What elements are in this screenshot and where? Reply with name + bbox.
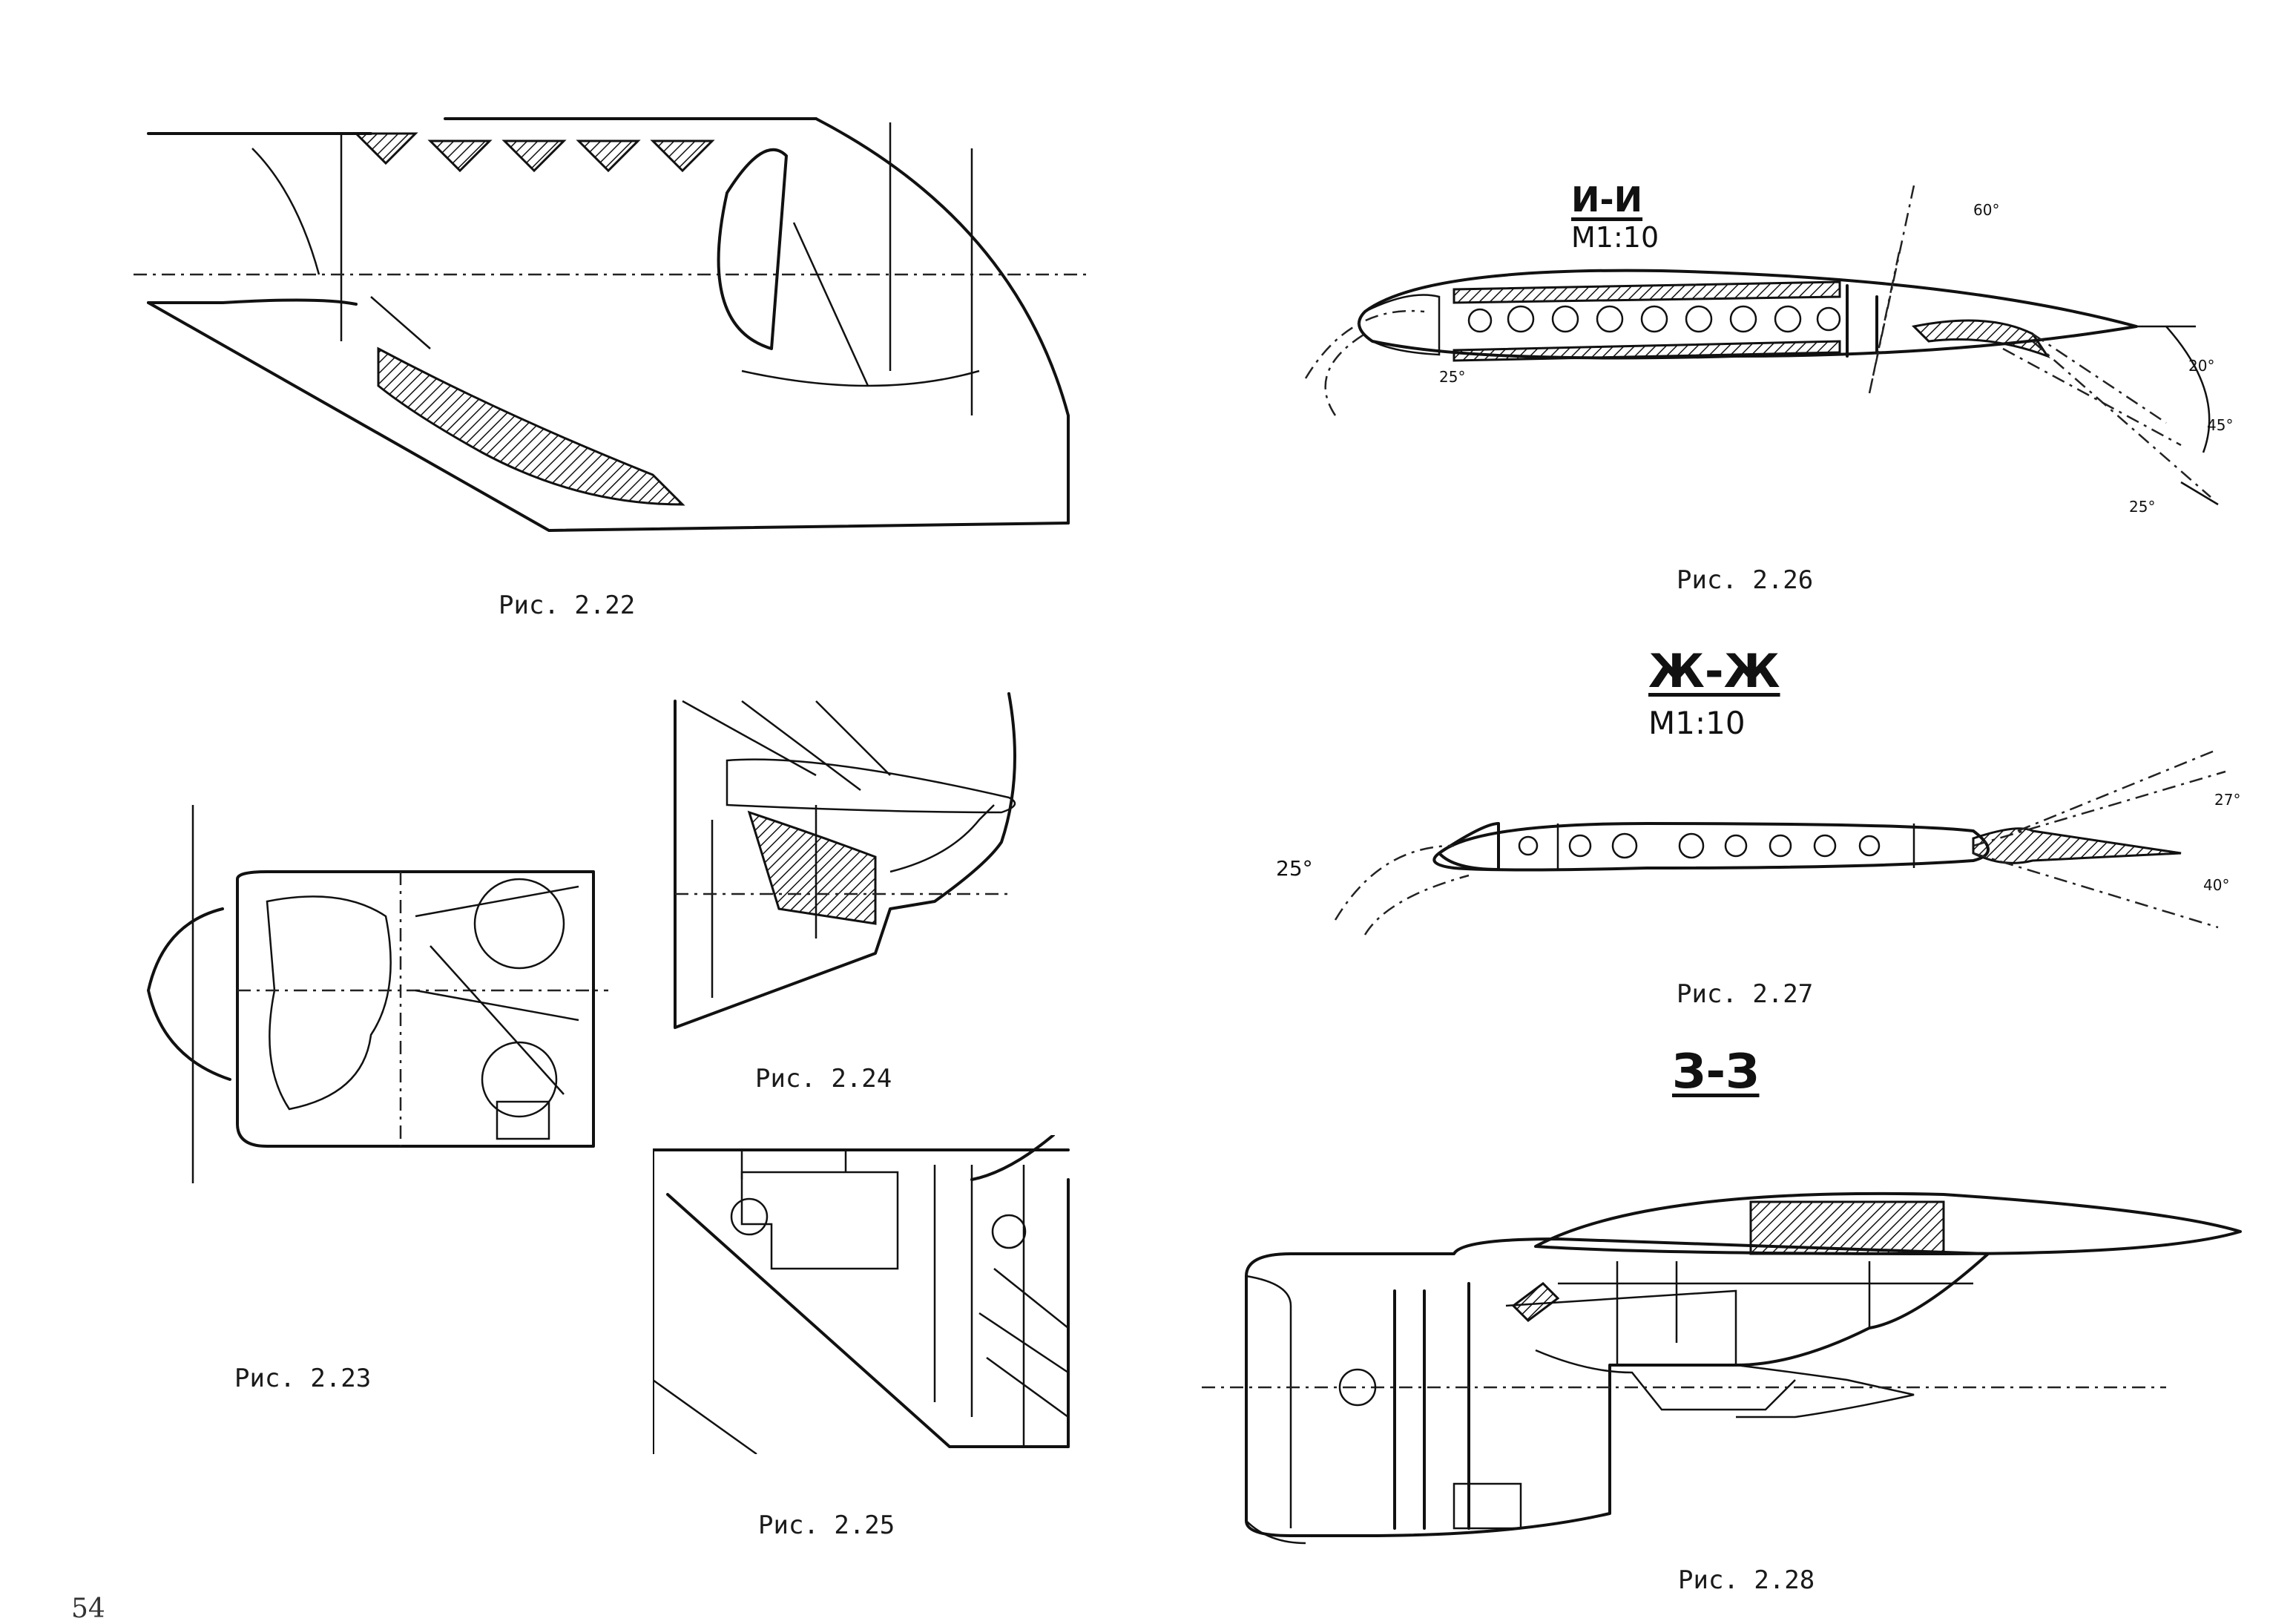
section-title: Ж-Ж — [1648, 644, 1780, 698]
figure-2-26-drawing: 25° 60° 20° 45° 25° — [1291, 185, 2240, 527]
angle-label: 20° — [2188, 357, 2214, 375]
angle-label: 40° — [2203, 876, 2229, 894]
figure-2-23-drawing — [119, 798, 608, 1191]
figure-caption: Рис. 2.24 — [755, 1064, 892, 1094]
figure-caption: Рис. 2.23 — [234, 1364, 372, 1393]
figure-2-28-drawing — [1202, 1172, 2255, 1558]
angle-label: 25° — [1276, 856, 1313, 881]
figure-2-25-drawing — [653, 1135, 1083, 1454]
angle-label: 25° — [1439, 368, 1465, 386]
angle-label: 27° — [2214, 791, 2240, 809]
angle-label: 45° — [2207, 416, 2233, 434]
page-number: 54 — [71, 1594, 105, 1624]
angle-label: 60° — [1973, 201, 1999, 219]
section-scale: M1:10 — [1648, 705, 1746, 741]
section-title: И-И — [1571, 180, 1643, 220]
figure-caption: Рис. 2.26 — [1677, 565, 1814, 595]
section-scale: M1:10 — [1571, 221, 1659, 254]
figure-2-24-drawing — [668, 686, 1083, 1035]
figure-caption: Рис. 2.22 — [499, 591, 636, 620]
figure-2-27-drawing: 25° 27° 40° — [1276, 749, 2240, 942]
figure-caption: Рис. 2.27 — [1677, 979, 1814, 1009]
figure-2-22-drawing — [134, 104, 1090, 549]
section-title: З-З — [1672, 1045, 1760, 1099]
figure-caption: Рис. 2.25 — [758, 1510, 895, 1540]
figure-caption: Рис. 2.28 — [1678, 1565, 1815, 1595]
angle-label: 25° — [2129, 498, 2155, 516]
